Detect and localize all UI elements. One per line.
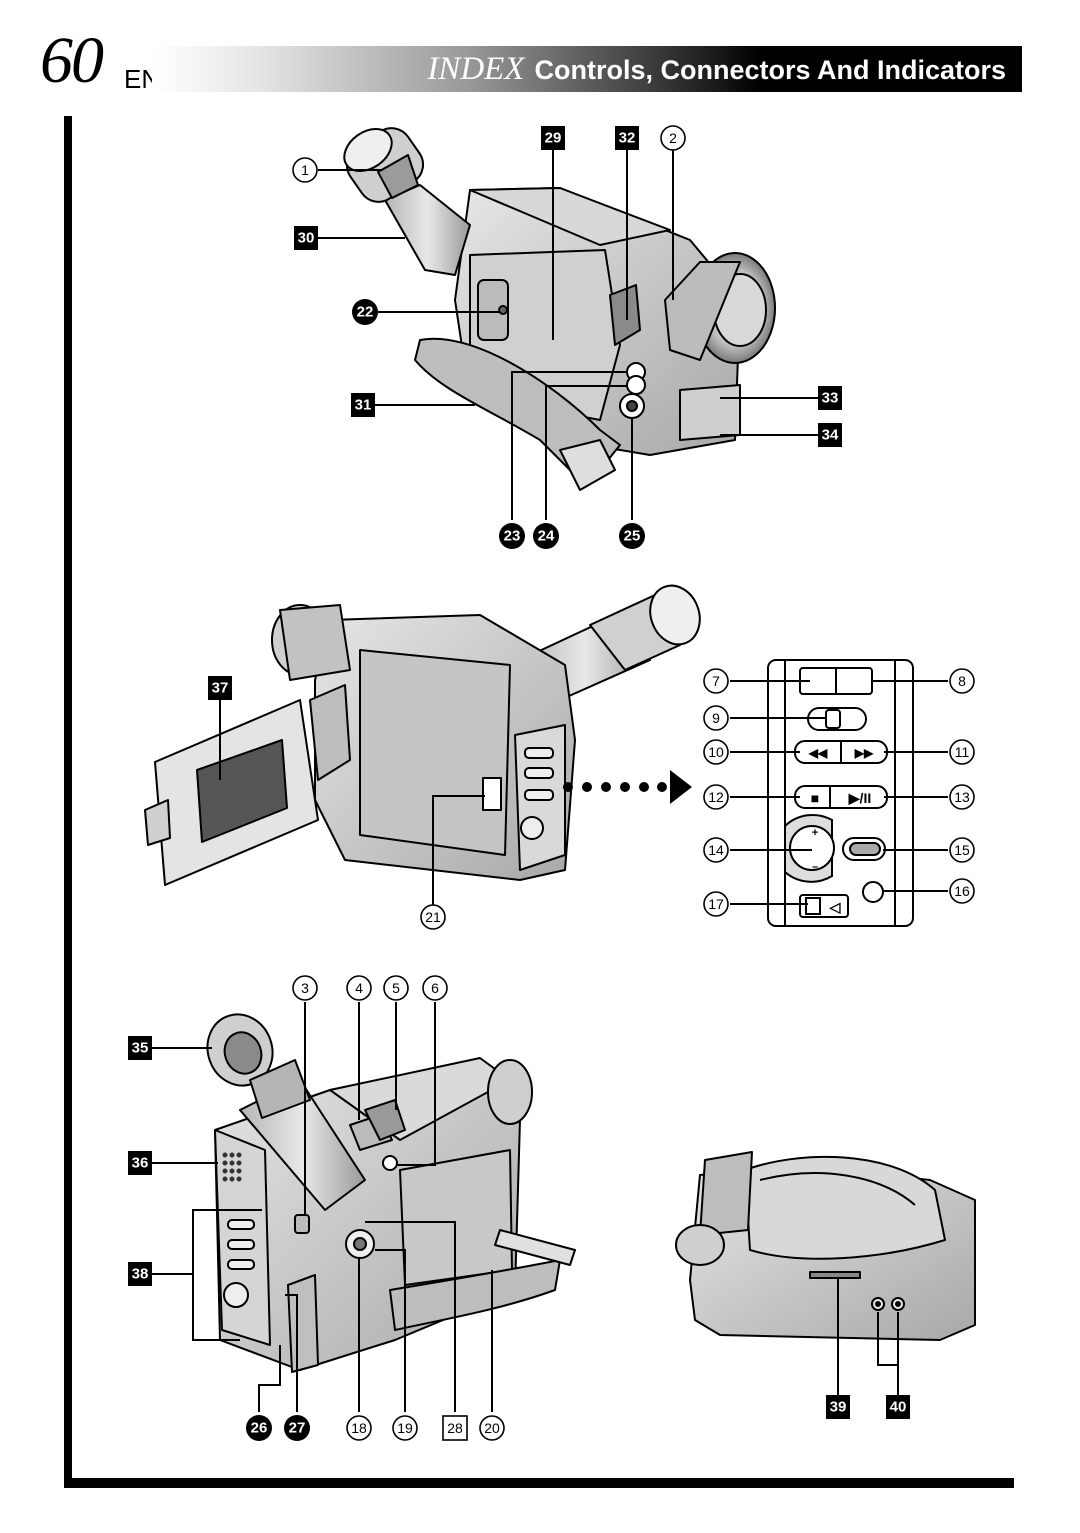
- callout-20: 20: [484, 1420, 500, 1436]
- callout-4: 4: [355, 980, 363, 996]
- callout-28: 28: [447, 1420, 463, 1436]
- callout-12: 12: [708, 789, 724, 805]
- callout-19: 19: [397, 1420, 413, 1436]
- bottom-border-rule: [64, 1478, 1014, 1488]
- rewind-symbol: ◀◀: [808, 746, 828, 760]
- callout-26: 26: [251, 1420, 268, 1437]
- header-band: INDEX Controls, Connectors And Indicators: [152, 46, 1022, 92]
- callout-29: 29: [545, 130, 562, 147]
- callout-10: 10: [708, 744, 724, 760]
- callout-9: 9: [712, 710, 720, 726]
- callout-18: 18: [351, 1420, 367, 1436]
- callout-2: 2: [669, 130, 677, 146]
- filled-callout-numbers: 22 23 24 25 26 27 29 30 31 32 33 34 35 3…: [132, 130, 907, 1437]
- top-figure-leaders: [318, 150, 818, 520]
- callout-15: 15: [954, 842, 970, 858]
- callout-37: 37: [212, 680, 229, 697]
- outlined-square-callout: [442, 1415, 468, 1441]
- callout-13: 13: [954, 789, 970, 805]
- eject-symbol: ◁: [829, 899, 841, 915]
- filled-circle-callouts: [246, 299, 645, 1441]
- control-panel-closeup: [767, 659, 914, 927]
- title-subtitle: Controls, Connectors And Indicators: [534, 55, 1006, 85]
- bottom-left-camcorder-figure: [206, 1013, 576, 1373]
- top-camcorder-figure: [343, 127, 776, 491]
- callout-17: 17: [708, 896, 724, 912]
- plus-symbol: +: [812, 827, 818, 839]
- minus-symbol: –: [812, 861, 818, 873]
- fast-forward-symbol: ▶▶: [854, 746, 874, 760]
- callout-21: 21: [425, 909, 441, 925]
- callout-22: 22: [357, 304, 374, 321]
- callout-1: 1: [301, 162, 309, 178]
- callout-16: 16: [954, 883, 970, 899]
- pointer-arrow: [563, 770, 692, 804]
- callout-40: 40: [890, 1399, 907, 1416]
- callout-32: 32: [619, 130, 636, 147]
- filled-square-callouts: [128, 126, 910, 1419]
- callout-39: 39: [830, 1399, 847, 1416]
- callout-11: 11: [955, 744, 970, 760]
- left-border-rule: [64, 116, 72, 1488]
- bottom-left-figure-leaders: [152, 1002, 493, 1412]
- callout-3: 3: [301, 980, 309, 996]
- callout-36: 36: [132, 1155, 149, 1172]
- title-index: INDEX: [427, 51, 525, 87]
- callout-38: 38: [132, 1266, 149, 1283]
- bottom-right-figure-leaders: [837, 1278, 899, 1395]
- callout-24: 24: [538, 528, 555, 545]
- page-title: INDEX Controls, Connectors And Indicators: [427, 50, 1006, 94]
- page-number: 60: [40, 24, 104, 97]
- callout-25: 25: [624, 528, 641, 545]
- stop-symbol: ■: [811, 790, 819, 806]
- callout-31: 31: [355, 397, 372, 414]
- bottom-right-camcorder-figure: [675, 1151, 976, 1341]
- callout-23: 23: [504, 528, 521, 545]
- callout-27: 27: [289, 1420, 306, 1437]
- callout-6: 6: [431, 980, 439, 996]
- middle-camcorder-figure: [144, 584, 701, 886]
- callout-34: 34: [822, 427, 839, 444]
- callout-30: 30: [298, 230, 315, 247]
- outlined-callout-numbers: 1 2 3 4 5 6 7 8 9 10 11 12 13 14 15 16 1…: [301, 130, 970, 1436]
- outlined-callouts: [292, 125, 975, 1441]
- callout-14: 14: [708, 842, 724, 858]
- play-pause-symbol: ▶/II: [848, 790, 871, 806]
- callout-33: 33: [822, 390, 839, 407]
- callout-7: 7: [712, 673, 720, 689]
- callout-5: 5: [392, 980, 400, 996]
- middle-figure-leaders: [219, 680, 948, 905]
- control-panel-symbols: ◀◀ ▶▶ ■ ▶/II ◁ + –: [808, 746, 874, 915]
- callout-35: 35: [132, 1040, 149, 1057]
- callout-8: 8: [958, 673, 966, 689]
